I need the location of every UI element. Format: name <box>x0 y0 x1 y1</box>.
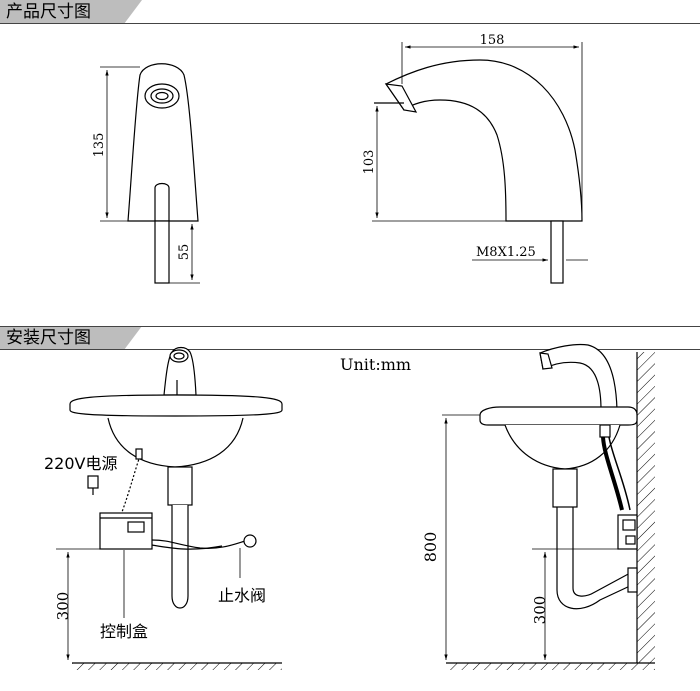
power-label: 220V电源 <box>44 454 118 473</box>
product-dimensions-title: 产品尺寸图 <box>6 2 91 22</box>
install-left-faucet <box>163 346 197 396</box>
install-right-basin <box>479 406 638 610</box>
thread-label: M8X1.25 <box>476 245 536 260</box>
side-height-label: 103 <box>362 150 377 175</box>
install-height-dimension <box>442 414 480 660</box>
install-height-label: 800 <box>421 532 440 563</box>
install-right-box-label: 300 <box>531 596 549 625</box>
control-box-label: 控制盒 <box>100 622 148 641</box>
side-height-dimension <box>372 106 506 222</box>
unit-label: Unit:mm <box>340 355 411 374</box>
header-rule-top <box>0 23 700 24</box>
side-width-dimension <box>401 42 583 220</box>
install-left-height-dimension <box>56 548 100 660</box>
install-dimensions-header: 安装尺寸图 <box>0 326 142 350</box>
header-rule-middle-bottom <box>0 349 700 350</box>
front-height-label: 135 <box>92 133 107 158</box>
install-left-control-box <box>99 512 257 550</box>
install-left-height-label: 300 <box>54 592 72 621</box>
install-right-box-dimension <box>532 548 618 660</box>
product-dimensions-header: 产品尺寸图 <box>0 0 142 24</box>
wall-hatch <box>637 352 655 663</box>
stem-length-label: 55 <box>177 244 192 261</box>
front-height-dimension <box>100 66 140 222</box>
front-view-faucet <box>127 63 199 284</box>
install-left-basin <box>69 394 283 609</box>
floor-hatch-left <box>72 663 282 670</box>
install-dimensions-title: 安装尺寸图 <box>6 328 91 348</box>
install-right-faucet <box>539 343 618 411</box>
install-right-control-box <box>599 424 638 550</box>
valve-label: 止水阀 <box>218 586 266 605</box>
side-width-label: 158 <box>480 33 505 48</box>
stem-length-dimension <box>169 224 200 284</box>
power-plug <box>87 448 143 513</box>
header-rule-middle <box>0 326 700 327</box>
floor-hatch-right <box>446 663 655 670</box>
